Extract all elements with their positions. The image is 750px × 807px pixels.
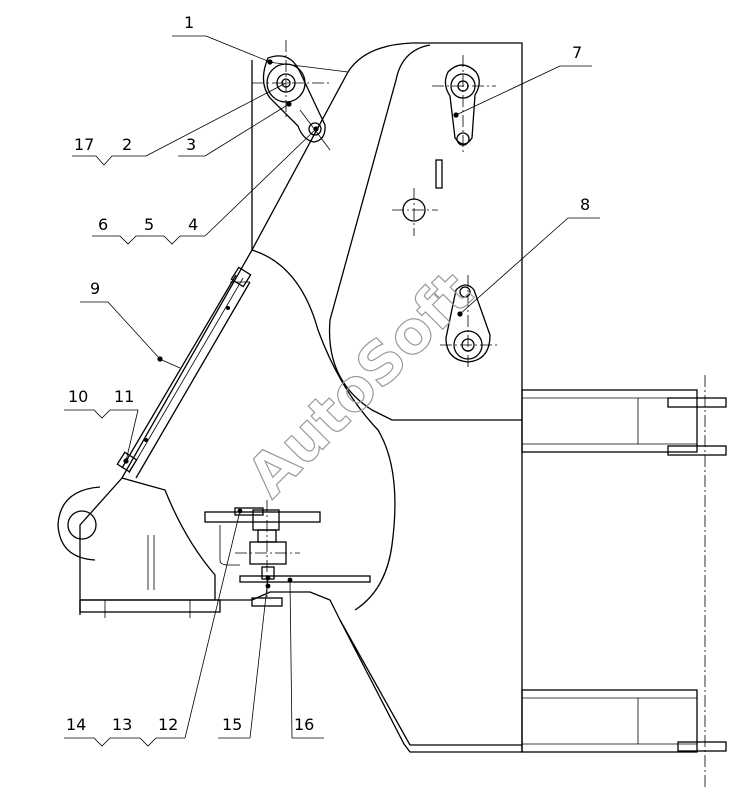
label-2: 2 — [122, 135, 132, 154]
hydraulic-rod — [116, 266, 252, 479]
label-8: 8 — [580, 195, 590, 214]
label-1: 1 — [184, 13, 194, 32]
lower-base — [57, 477, 221, 618]
label-15: 15 — [222, 715, 242, 734]
part-labels: 1 17 2 3 6 5 4 7 8 9 10 11 14 13 12 15 1… — [66, 13, 590, 734]
label-4: 4 — [188, 215, 198, 234]
label-17: 17 — [74, 135, 94, 154]
label-3: 3 — [186, 135, 196, 154]
right-bracket — [521, 375, 727, 790]
label-10: 10 — [68, 387, 88, 406]
lever-item-7 — [432, 55, 496, 152]
label-9: 9 — [90, 279, 100, 298]
main-frame — [79, 42, 523, 753]
label-11: 11 — [114, 387, 134, 406]
label-5: 5 — [144, 215, 154, 234]
center-mark — [392, 159, 443, 236]
label-13: 13 — [112, 715, 132, 734]
label-12: 12 — [158, 715, 178, 734]
top-lever — [252, 40, 349, 151]
label-16: 16 — [294, 715, 314, 734]
label-14: 14 — [66, 715, 86, 734]
leader-lines — [64, 35, 600, 747]
cylinder-assembly — [204, 500, 371, 607]
label-6: 6 — [98, 215, 108, 234]
watermark: AutoSoft — [234, 258, 486, 510]
label-7: 7 — [572, 43, 582, 62]
